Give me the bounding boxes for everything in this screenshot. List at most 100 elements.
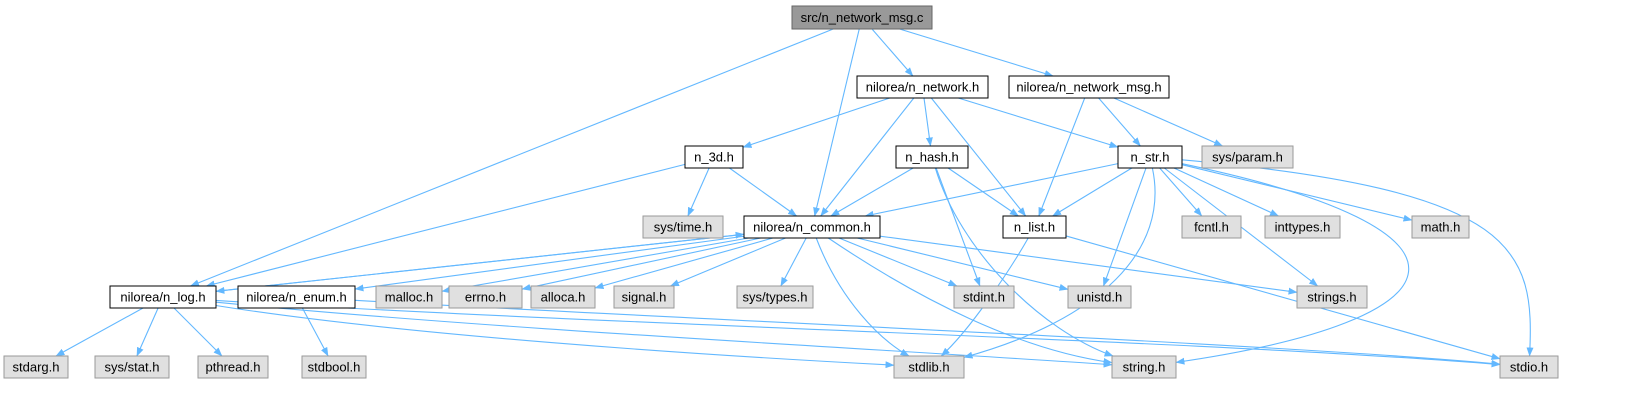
node-enum[interactable]: nilorea/n_enum.h xyxy=(237,285,356,309)
edge-network_msg-to-list xyxy=(1038,97,1086,217)
edge-str-to-string xyxy=(1175,163,1410,365)
node-systypes[interactable]: sys/types.h xyxy=(736,285,814,309)
node-math[interactable]: math.h xyxy=(1411,215,1470,239)
node-label-network_msg: nilorea/n_network_msg.h xyxy=(1016,80,1161,95)
edge-str-to-inttypes xyxy=(1173,167,1279,217)
node-box-stdbool xyxy=(301,355,367,379)
node-box-signal xyxy=(613,285,675,309)
node-fcntl[interactable]: fcntl.h xyxy=(1181,215,1242,239)
edge-common-to-systypes xyxy=(780,237,807,287)
edge-log-to-stdarg xyxy=(55,307,144,357)
node-stdbool[interactable]: stdbool.h xyxy=(301,355,367,379)
edge-common-to-alloca xyxy=(594,237,774,290)
node-label-enum: nilorea/n_enum.h xyxy=(246,290,346,305)
node-common[interactable]: nilorea/n_common.h xyxy=(743,215,881,239)
node-box-malloc xyxy=(375,285,443,309)
edge-root-to-log xyxy=(190,28,834,287)
node-box-list xyxy=(1002,215,1067,239)
edge-log-to-stdlib xyxy=(215,304,895,369)
node-log[interactable]: nilorea/n_log.h xyxy=(109,285,217,309)
node-box-math xyxy=(1411,215,1470,239)
node-label-systime: sys/time.h xyxy=(654,220,713,235)
edge-str-to-fcntl xyxy=(1159,167,1203,217)
node-box-inttypes xyxy=(1264,215,1341,239)
node-label-list: n_list.h xyxy=(1014,220,1055,235)
node-alloca[interactable]: alloca.h xyxy=(530,285,596,309)
node-label-root: src/n_network_msg.c xyxy=(801,10,924,25)
node-box-log xyxy=(109,285,217,309)
node-strings[interactable]: strings.h xyxy=(1296,285,1368,309)
node-unistd[interactable]: unistd.h xyxy=(1067,285,1132,309)
node-stdint[interactable]: stdint.h xyxy=(953,285,1015,309)
node-network[interactable]: nilorea/n_network.h xyxy=(856,75,989,99)
edge-network-to-hash xyxy=(923,97,933,147)
edge-network-to-n3d xyxy=(742,97,890,148)
node-malloc[interactable]: malloc.h xyxy=(375,285,443,309)
node-label-log: nilorea/n_log.h xyxy=(120,290,205,305)
node-label-errno: errno.h xyxy=(465,290,506,305)
node-box-string xyxy=(1111,355,1177,379)
node-hash[interactable]: n_hash.h xyxy=(895,145,969,169)
node-box-str xyxy=(1117,145,1183,169)
edge-network-to-common xyxy=(820,97,915,217)
node-box-strings xyxy=(1296,285,1368,309)
node-stdlib[interactable]: stdlib.h xyxy=(893,355,965,379)
node-label-stdbool: stdbool.h xyxy=(308,360,361,375)
edge-str-to-common xyxy=(864,163,1119,218)
node-box-alloca xyxy=(530,285,596,309)
edge-enum-to-stdbool xyxy=(301,307,329,357)
node-label-string: string.h xyxy=(1123,360,1166,375)
node-signal[interactable]: signal.h xyxy=(613,285,675,309)
node-label-fcntl: fcntl.h xyxy=(1194,220,1229,235)
node-box-common xyxy=(743,215,881,239)
node-root[interactable]: src/n_network_msg.c xyxy=(791,5,933,30)
node-label-stdio: stdio.h xyxy=(1510,360,1548,375)
node-list[interactable]: n_list.h xyxy=(1002,215,1067,239)
node-inttypes[interactable]: inttypes.h xyxy=(1264,215,1341,239)
edge-enum-to-stdio xyxy=(354,299,1501,367)
node-n3d[interactable]: n_3d.h xyxy=(684,145,744,169)
node-box-fcntl xyxy=(1181,215,1242,239)
node-box-stdio xyxy=(1499,355,1559,379)
edge-log-to-common xyxy=(215,231,745,292)
node-systime[interactable]: sys/time.h xyxy=(642,215,724,239)
node-box-pthread xyxy=(197,355,269,379)
node-box-unistd xyxy=(1067,285,1132,309)
edge-root-to-common xyxy=(813,28,860,217)
node-label-systypes: sys/types.h xyxy=(742,290,807,305)
node-label-strings: strings.h xyxy=(1307,290,1356,305)
edge-network-to-str xyxy=(958,97,1119,148)
node-sysstat[interactable]: sys/stat.h xyxy=(94,355,170,379)
edge-log-to-sysstat xyxy=(136,307,159,357)
node-label-sysparam: sys/param.h xyxy=(1212,150,1283,165)
node-str[interactable]: n_str.h xyxy=(1117,145,1183,169)
node-label-hash: n_hash.h xyxy=(905,150,959,165)
node-errno[interactable]: errno.h xyxy=(448,285,523,309)
edge-hash-to-common xyxy=(830,167,914,217)
node-network_msg[interactable]: nilorea/n_network_msg.h xyxy=(1008,75,1170,99)
edge-common-to-unistd xyxy=(857,237,1069,291)
node-label-inttypes: inttypes.h xyxy=(1275,220,1331,235)
edge-network_msg-to-str xyxy=(1098,97,1141,147)
edge-log-to-stdio xyxy=(215,299,1501,368)
node-string[interactable]: string.h xyxy=(1111,355,1177,379)
node-box-network_msg xyxy=(1008,75,1170,99)
edges-layer xyxy=(55,28,1534,369)
node-label-stdlib: stdlib.h xyxy=(908,360,949,375)
node-label-stdarg: stdarg.h xyxy=(13,360,60,375)
node-stdarg[interactable]: stdarg.h xyxy=(3,355,69,379)
node-label-network: nilorea/n_network.h xyxy=(866,80,979,95)
edge-common-to-stdint xyxy=(838,237,958,287)
edge-n3d-to-systime xyxy=(687,167,710,217)
node-box-systime xyxy=(642,215,724,239)
node-box-sysparam xyxy=(1201,145,1294,169)
node-box-systypes xyxy=(736,285,814,309)
node-sysparam[interactable]: sys/param.h xyxy=(1201,145,1294,169)
node-box-network xyxy=(856,75,989,99)
edge-str-to-math xyxy=(1181,164,1413,222)
node-label-unistd: unistd.h xyxy=(1077,290,1123,305)
node-stdio[interactable]: stdio.h xyxy=(1499,355,1559,379)
node-box-stdint xyxy=(953,285,1015,309)
node-label-signal: signal.h xyxy=(622,290,667,305)
node-pthread[interactable]: pthread.h xyxy=(197,355,269,379)
